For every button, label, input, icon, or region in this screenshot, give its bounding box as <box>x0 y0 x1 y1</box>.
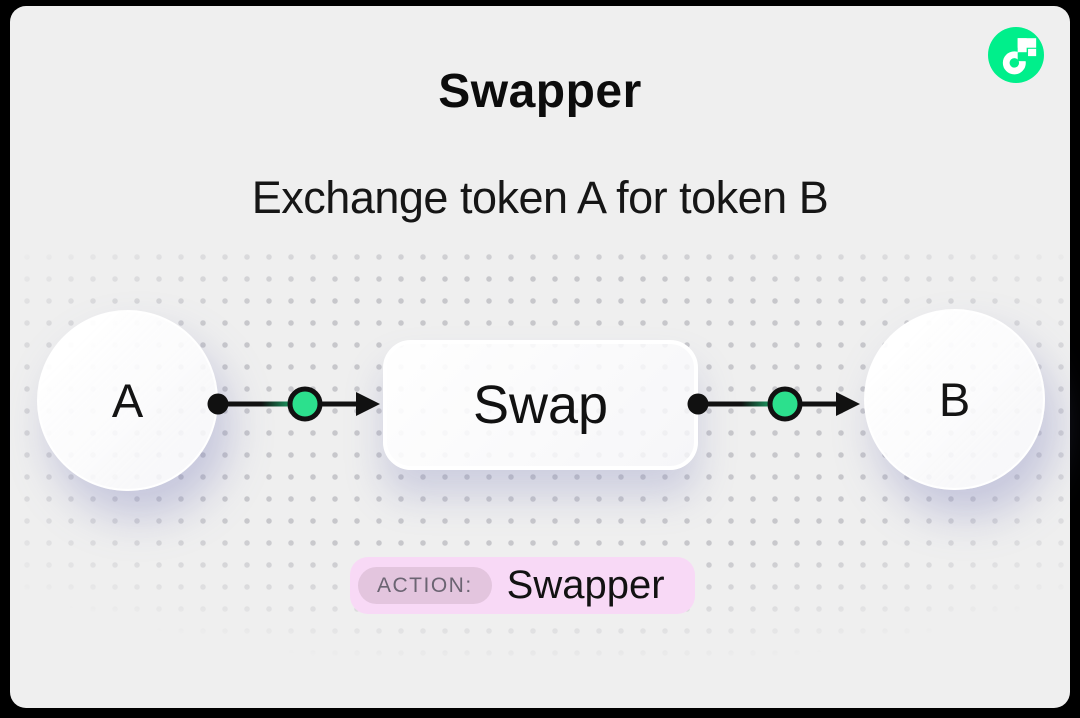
flow-logo-svg <box>988 27 1044 83</box>
edge-start-dot <box>687 393 709 415</box>
edge-accent-dot <box>287 386 323 422</box>
action-badge: ACTION: Swapper <box>350 557 695 614</box>
action-badge-value: Swapper <box>506 563 665 607</box>
swap-node: Swap <box>383 340 698 470</box>
page-subtitle: Exchange token A for token B <box>251 172 829 223</box>
edge-a-to-swap <box>207 386 380 422</box>
flow-logo-icon <box>988 27 1044 83</box>
arrowhead-icon <box>836 392 860 416</box>
token-node-a: A <box>37 310 218 491</box>
token-a-label: A <box>111 374 144 427</box>
arrowhead-icon <box>356 392 380 416</box>
edge-accent-dot <box>767 386 803 422</box>
edge-start-dot <box>207 393 229 415</box>
edge-swap-to-b <box>687 386 860 422</box>
page-title: Swapper <box>438 65 642 118</box>
token-node-b: B <box>864 309 1045 490</box>
action-badge-label: ACTION: <box>358 567 492 604</box>
swap-node-label: Swap <box>472 375 609 435</box>
token-b-label: B <box>938 373 971 426</box>
